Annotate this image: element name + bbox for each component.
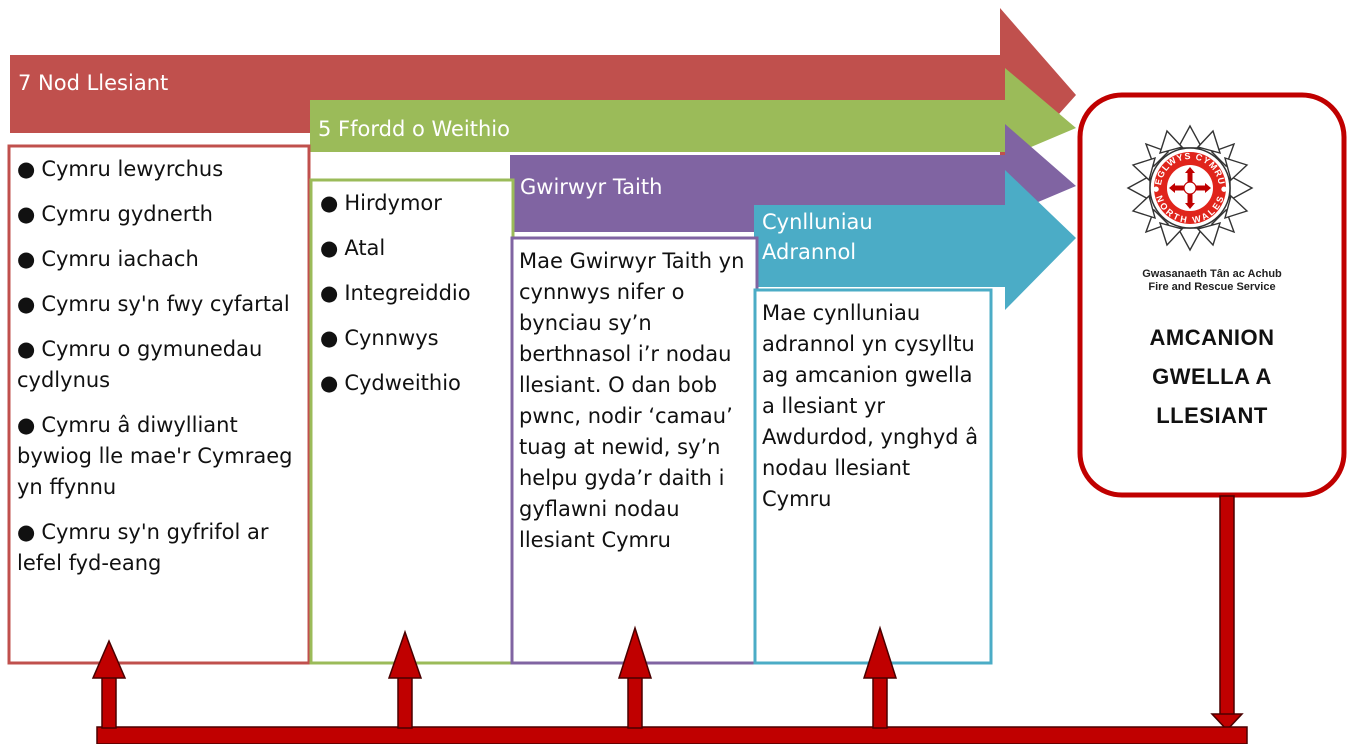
bullet-icon: ● bbox=[320, 191, 339, 215]
bullet-icon: ● bbox=[320, 371, 339, 395]
bullet-icon: ● bbox=[320, 326, 339, 350]
bullet-icon: ● bbox=[17, 202, 36, 226]
list-item: ●Cymru lewyrchus bbox=[17, 157, 224, 181]
arrow-ffordd-label: 5 Ffordd o Weithio bbox=[318, 117, 510, 141]
arrow-cynllun-label-line1: Cynlluniau bbox=[762, 210, 873, 234]
bullet-icon: ● bbox=[17, 337, 36, 361]
objective-line1: AMCANION bbox=[1149, 325, 1275, 350]
list-item: ●Hirdymor bbox=[320, 191, 442, 215]
list-item: ●Cymru o gymunedau cydlynus bbox=[17, 337, 263, 392]
list-item: ●Atal bbox=[320, 236, 386, 260]
bullet-icon: ● bbox=[17, 520, 36, 544]
bullet-icon: ● bbox=[17, 292, 36, 316]
logo-caption: Gwasanaeth Tân ac Achub Fire and Rescue … bbox=[1092, 268, 1332, 294]
svg-text:●: ● bbox=[1153, 185, 1159, 193]
list-item: ●Cymru iachach bbox=[17, 247, 199, 271]
list-item: ●Cydweithio bbox=[320, 371, 461, 395]
journey-checkers-text: Mae Gwirwyr Taith yn cynnwys nifer o byn… bbox=[519, 249, 745, 552]
list-item: ●Cymru sy'n gyfrifol ar lefel fyd-eang bbox=[17, 520, 269, 575]
departmental-plans-text: Mae cynlluniau adrannol yn cysylltu ag a… bbox=[762, 301, 979, 511]
list-item: ●Cynnwys bbox=[320, 326, 439, 350]
objective-line2: GWELLA A bbox=[1152, 364, 1272, 389]
arrow-gwirwyr-label: Gwirwyr Taith bbox=[520, 175, 663, 199]
list-item: ●Cymru sy'n fwy cyfartal bbox=[17, 292, 290, 316]
arrow-cynllun-label: Cynlluniau Adrannol bbox=[762, 207, 902, 267]
arrow-llesiant-label: 7 Nod Llesiant bbox=[18, 71, 169, 95]
bullet-icon: ● bbox=[17, 247, 36, 271]
arrow-cynllun-label-line2: Adrannol bbox=[762, 240, 857, 264]
list-item: ●Cymru â diwylliant bywiog lle mae'r Cym… bbox=[17, 413, 293, 499]
bullet-icon: ● bbox=[17, 413, 36, 437]
list-item: ●Integreiddio bbox=[320, 281, 471, 305]
fire-service-logo: EGLWYS CYMRU NORTH WALES ● ● bbox=[1126, 124, 1254, 252]
arrow-ffordd bbox=[310, 68, 1076, 158]
arrow-cynllun bbox=[754, 170, 1076, 310]
bullet-icon: ● bbox=[320, 236, 339, 260]
llesiant-goals-list: ●Cymru lewyrchus ●Cymru gydnerth ●Cymru … bbox=[17, 154, 307, 593]
arrow-llesiant bbox=[10, 8, 1076, 180]
objective-line3: LLESIANT bbox=[1156, 403, 1268, 428]
box-gwirwyr bbox=[510, 236, 759, 665]
ways-of-working-list: ●Hirdymor ●Atal ●Integreiddio ●Cynnwys ●… bbox=[320, 188, 510, 413]
logo-caption-english: Fire and Rescue Service bbox=[1148, 281, 1276, 293]
box-llesiant bbox=[7, 144, 311, 665]
logo-caption-welsh: Gwasanaeth Tân ac Achub bbox=[1142, 268, 1282, 280]
bullet-icon: ● bbox=[17, 157, 36, 181]
box-cynllun bbox=[753, 288, 993, 665]
bullet-icon: ● bbox=[320, 281, 339, 305]
objective-title: AMCANION GWELLA A LLESIANT bbox=[1092, 318, 1332, 435]
feedback-connector bbox=[91, 495, 1248, 744]
list-item: ●Cymru gydnerth bbox=[17, 202, 213, 226]
svg-text:●: ● bbox=[1221, 185, 1227, 193]
